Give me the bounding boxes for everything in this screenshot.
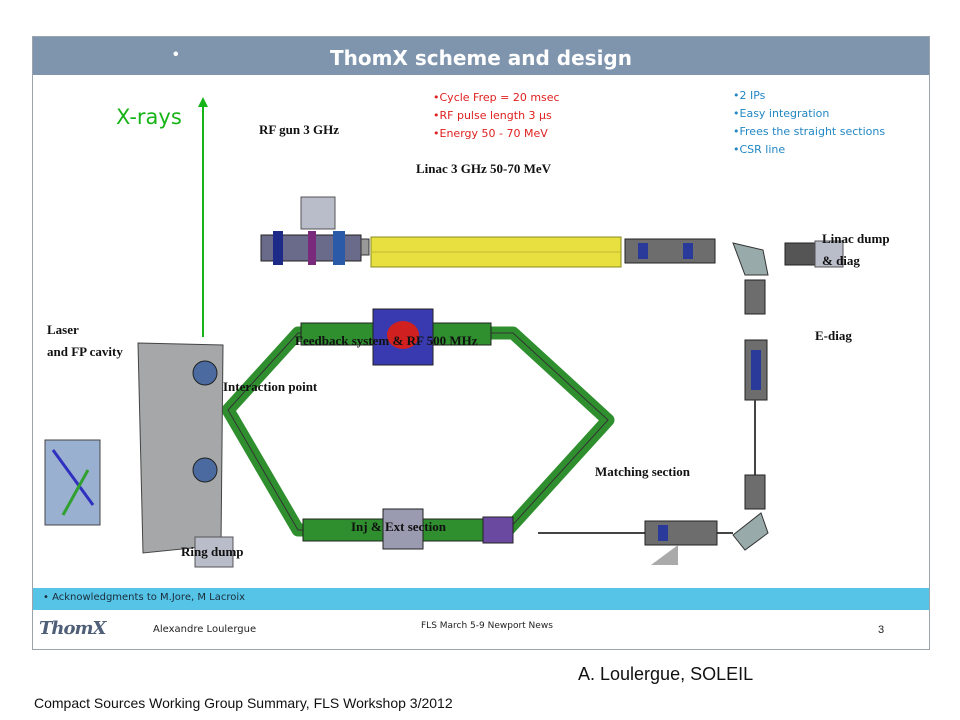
acknowledgments-text: • Acknowledgments to M.Jore, M Lacroix	[43, 592, 246, 603]
features-list: 2 IPs Easy integration Frees the straigh…	[733, 87, 886, 159]
title-bullet: •	[173, 46, 179, 63]
title-bar: • ThomX scheme and design	[33, 37, 929, 75]
linac-beamline	[260, 196, 844, 276]
feature-item: 2 IPs	[733, 87, 885, 105]
label-ediag: E-diag	[815, 328, 852, 343]
feature-item: CSR line	[733, 141, 885, 159]
param-item: RF pulse length 3 μs	[433, 107, 560, 125]
slide-title: ThomX scheme and design	[330, 46, 632, 70]
laser-platform	[44, 342, 234, 568]
param-item: Energy 50 - 70 MeV	[433, 125, 560, 143]
xray-arrow	[198, 97, 208, 337]
ediag-line	[732, 279, 769, 551]
page-number: 3	[878, 624, 885, 636]
feature-item: Frees the straight sections	[733, 123, 886, 141]
slide: • ThomX scheme and design	[32, 36, 930, 650]
matching-section	[538, 520, 733, 565]
label-feedback: Feedback system & RF 500 MHz	[295, 333, 478, 348]
label-matching: Matching section	[595, 464, 690, 479]
slide-footer: ThomX Alexandre Loulergue FLS March 5-9 …	[33, 610, 929, 651]
thomx-logo: ThomX	[39, 618, 106, 639]
label-fp-cavity: and FP cavity	[47, 344, 123, 359]
author-credit: A. Loulergue, SOLEIL	[578, 664, 754, 684]
footer-event: FLS March 5-9 Newport News	[421, 621, 553, 631]
label-linac-dump: Linac dump	[822, 231, 890, 246]
page-caption: Compact Sources Working Group Summary, F…	[34, 695, 453, 711]
label-linac-diag: & diag	[822, 253, 860, 268]
thomx-diagram	[44, 97, 844, 568]
storage-ring	[221, 308, 615, 550]
label-linac: Linac 3 GHz 50-70 MeV	[416, 161, 552, 176]
feature-item: Easy integration	[733, 105, 885, 123]
label-interaction-point: Interaction point	[223, 379, 318, 394]
label-inj-ext: Inj & Ext section	[351, 519, 446, 534]
footer-author: Alexandre Loulergue	[153, 624, 257, 635]
label-rf-gun: RF gun 3 GHz	[259, 122, 340, 137]
param-item: Cycle Frep = 20 msec	[433, 89, 560, 107]
label-laser: Laser	[47, 322, 79, 337]
xrays-label: X-rays	[116, 105, 182, 129]
label-ring-dump: Ring dump	[181, 544, 244, 559]
acknowledgments-bar: • Acknowledgments to M.Jore, M Lacroix	[33, 588, 929, 610]
parameters-list: Cycle Frep = 20 msec RF pulse length 3 μ…	[433, 89, 560, 143]
